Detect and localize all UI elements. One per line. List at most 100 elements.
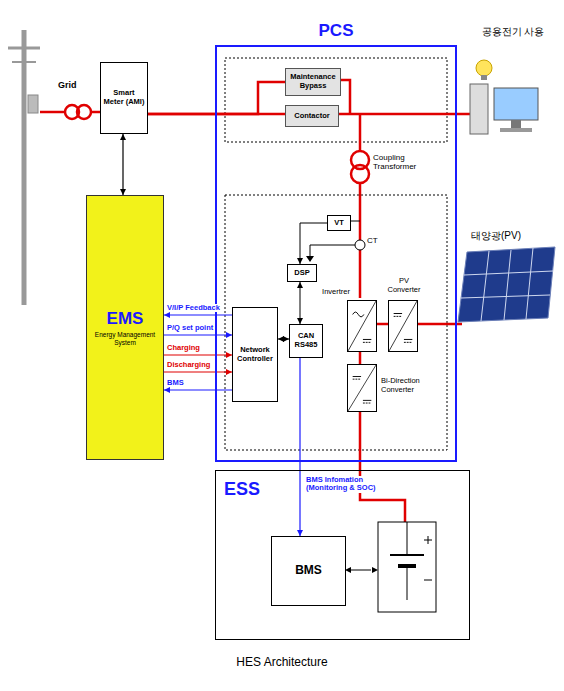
bidirection-converter-box: Bi-Direction Converter: [347, 364, 377, 412]
node-text: Network Controller: [235, 346, 275, 363]
meter-box: Smart Meter (AMI): [100, 62, 148, 134]
text-label: Grid: [58, 80, 77, 90]
light-bulb: [476, 60, 492, 76]
transformer-coil: [77, 105, 91, 119]
solar-panel: [458, 247, 555, 322]
connector: [164, 332, 232, 338]
text-label: CT: [367, 236, 378, 245]
signal-label: P/Q set point: [166, 324, 214, 332]
arrow-head: [164, 312, 170, 318]
battery-lead: [407, 522, 408, 555]
power-line: [360, 410, 405, 522]
signal-label: Discharging: [166, 361, 211, 369]
connector-line: [122, 134, 123, 195]
node-text: CAN RS485: [292, 332, 320, 349]
computer-illustration: [470, 60, 538, 134]
converter-symbol: [348, 301, 376, 351]
ct-symbol: [355, 240, 365, 250]
signal-label: Charging: [166, 344, 201, 352]
bulb-base: [481, 75, 487, 80]
dsp-box: DSP: [287, 264, 317, 282]
signal-line: [350, 570, 371, 571]
connector-line: [164, 389, 232, 390]
power-line: [337, 113, 470, 116]
power-line: [91, 111, 100, 114]
battery-lead: [407, 566, 408, 600]
transformer-coil: [351, 165, 369, 183]
node-text: Invertrer: [322, 288, 350, 297]
signal-label: BMS Infomation (Monitoring & SOC): [305, 476, 399, 493]
crossarm: [8, 47, 40, 50]
monitor: [494, 88, 538, 120]
text-label: 태양광(PV): [471, 230, 521, 242]
vt-box: VT: [327, 215, 351, 231]
connector-line: [300, 282, 301, 324]
connector: [297, 223, 327, 264]
dotted-frames: [225, 58, 447, 450]
converter-symbol: [348, 365, 376, 411]
pv-converter-box: PV Converter: [388, 300, 418, 352]
panel: [458, 247, 555, 322]
text-label: 공용전기 사용: [476, 26, 550, 38]
connector: [360, 352, 361, 364]
connector: [297, 358, 303, 536]
signal-label: BMS: [166, 379, 185, 387]
panel-grid: [526, 248, 533, 319]
connector-line: [377, 323, 388, 326]
signal-label: V/I/P Feedback: [166, 304, 221, 312]
node-text: Smart Meter (AMI): [103, 89, 145, 106]
connector: [297, 282, 303, 324]
caption: HES Architecture: [0, 655, 564, 669]
utility-pole: [8, 30, 40, 305]
crossarm: [12, 61, 36, 63]
battery-case: [378, 522, 436, 612]
pole: [22, 30, 27, 305]
converter-symbol: [389, 301, 417, 351]
connector: [278, 336, 289, 342]
connector: [164, 369, 232, 375]
battery-symbol: [378, 522, 436, 612]
node-text: ESS: [224, 479, 260, 500]
arrow-head: [120, 134, 126, 140]
connector-line: [299, 358, 300, 536]
power-line: [40, 111, 65, 114]
dotted-frame: [225, 195, 447, 450]
node-text: Maintenance Bypass: [288, 73, 338, 90]
minus-mark: [424, 580, 432, 581]
panel-grid: [461, 295, 550, 298]
network-controller-box: Network Controller: [232, 307, 278, 402]
inverter-box: Invertrer: [347, 300, 377, 352]
arrow-head: [372, 567, 378, 573]
bypass-box: Maintenance Bypass: [285, 68, 341, 96]
contactor-box: Contactor: [285, 105, 339, 127]
node-text: Bi-Direction Converter: [381, 377, 443, 394]
power-lines: [40, 80, 470, 522]
connector: [164, 387, 232, 393]
pc-tower: [470, 84, 488, 134]
monitor-stand: [511, 120, 521, 128]
node-text: Contactor: [294, 112, 329, 121]
connector: [164, 352, 232, 358]
node-text: EMS: [107, 309, 144, 329]
plus-mark: [428, 536, 429, 544]
node-text: VT: [334, 219, 344, 228]
connector-line: [164, 354, 232, 355]
panel-grid: [464, 271, 553, 275]
node-text: PCS: [217, 21, 455, 41]
pcs-frame: PCSMaintenance BypassContactorVTDSPCAN R…: [215, 45, 457, 462]
connector: [164, 312, 232, 318]
connector: [377, 324, 388, 325]
panel-grid: [504, 250, 511, 320]
connector-line: [164, 314, 232, 315]
pole-transformer: [28, 95, 38, 113]
power-line: [359, 114, 362, 151]
node-text: BMS: [295, 564, 322, 578]
connector-line: [359, 352, 362, 364]
ess-frame: ESS BMS: [215, 470, 470, 640]
node-text: DSP: [294, 269, 309, 278]
node-text: Energy Management System: [89, 331, 161, 346]
text-label: Coupling Transformer: [373, 153, 437, 171]
keyboard: [500, 128, 532, 132]
connector-line: [164, 371, 232, 372]
